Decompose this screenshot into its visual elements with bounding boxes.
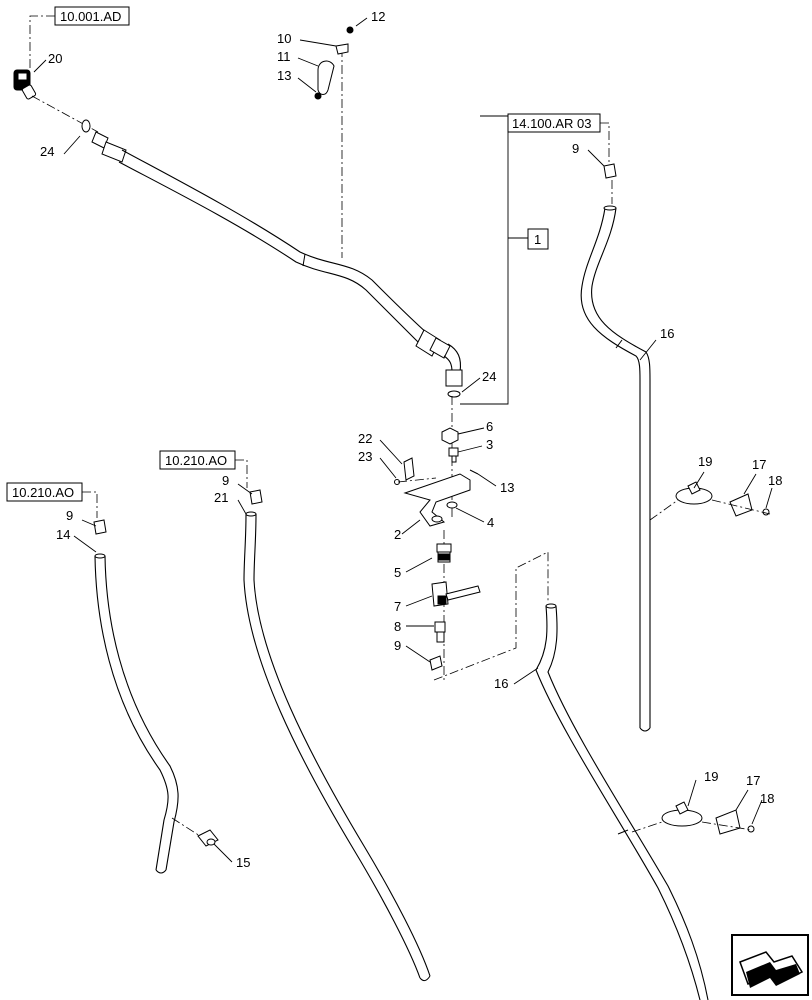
callout-2: 2	[394, 527, 401, 542]
kit-box-1: 1	[527, 228, 549, 250]
ref-text-10-210-ao-left: 10.210.AO	[12, 485, 74, 500]
callout-16-lower: 16	[494, 676, 508, 691]
callout-17-upper: 17	[752, 457, 766, 472]
clamp-19-upper	[675, 481, 713, 505]
ref-leader-14-100-right	[600, 122, 610, 168]
bolt-18-upper	[762, 508, 770, 516]
centerline-right-upper-clamp	[649, 499, 771, 521]
hose-21	[243, 511, 431, 982]
valve-7	[431, 581, 481, 607]
callout-18-upper: 18	[768, 473, 782, 488]
clamp-9-mid	[249, 489, 263, 505]
clamp-9-right	[603, 163, 617, 179]
ref-text-10-001-ad: 10.001.AD	[60, 9, 121, 24]
bracket-17-lower	[715, 809, 741, 835]
callout-9-right: 9	[572, 141, 579, 156]
hose-16-lower	[535, 603, 709, 1000]
callout-19-lower: 19	[704, 769, 718, 784]
callout-8: 8	[394, 619, 401, 634]
ref-leader-10-210-left	[82, 491, 98, 518]
fitting-8	[434, 621, 446, 643]
clip-22	[403, 457, 415, 481]
clamp-9-center	[429, 655, 443, 671]
centerline-right-lower-clamp	[631, 821, 753, 833]
kit-label-1: 1	[534, 232, 541, 247]
centerline-left-clamp	[171, 817, 201, 837]
leaders	[33, 17, 773, 863]
hose-16-upper	[580, 205, 651, 732]
clamp-parts-top	[314, 26, 354, 100]
nut-6	[441, 427, 459, 445]
callout-18-lower: 18	[760, 791, 774, 806]
bracket-2	[403, 473, 471, 527]
callout-21: 21	[214, 490, 228, 505]
ref-leader-10-210-mid	[235, 459, 248, 488]
ref-box-10-210-ao-mid[interactable]: 10.210.AO	[159, 450, 236, 470]
callout-5: 5	[394, 565, 401, 580]
callout-20: 20	[48, 51, 62, 66]
callout-16-upper: 16	[660, 326, 674, 341]
adapter-5	[436, 543, 452, 563]
callout-9-left: 9	[66, 508, 73, 523]
bolt-18-lower	[747, 825, 755, 833]
centerline-clip	[397, 477, 437, 483]
screw-13-mid	[469, 469, 479, 475]
centerline-fitting-to-hose	[31, 95, 99, 133]
callout-19-upper: 19	[698, 454, 712, 469]
ref-box-14-100-ar03[interactable]: 14.100.AR 03	[507, 113, 601, 133]
callout-24-top: 24	[40, 144, 54, 159]
hose-14	[94, 553, 179, 874]
callout-17-lower: 17	[746, 773, 760, 788]
ref-leader-10-001-ad	[29, 15, 55, 68]
centerline-center-link	[433, 551, 549, 681]
clamp-9-left	[93, 519, 107, 535]
callout-12: 12	[371, 9, 385, 24]
bolt-3	[448, 447, 459, 463]
callout-11: 11	[277, 49, 291, 64]
ref-bracket-14-100	[460, 115, 528, 405]
callout-13-mid: 13	[500, 480, 514, 495]
callout-9-center: 9	[394, 638, 401, 653]
ref-box-10-210-ao-left[interactable]: 10.210.AO	[6, 482, 83, 502]
elbow-fitting-20	[13, 69, 37, 100]
clamp-19-lower	[661, 801, 703, 827]
ref-box-10-001-ad[interactable]: 10.001.AD	[54, 6, 130, 26]
callout-4: 4	[487, 515, 494, 530]
o-ring-24-mid	[447, 390, 461, 398]
callout-14: 14	[56, 527, 70, 542]
callout-24-mid: 24	[482, 369, 496, 384]
callout-15: 15	[236, 855, 250, 870]
callout-3: 3	[486, 437, 493, 452]
ref-text-10-210-ao-mid: 10.210.AO	[165, 453, 227, 468]
ref-text-14-100-ar03: 14.100.AR 03	[512, 116, 592, 131]
callout-22: 22	[358, 431, 372, 446]
callout-6: 6	[486, 419, 493, 434]
callout-23: 23	[358, 449, 372, 464]
callout-9-mid: 9	[222, 473, 229, 488]
o-ring-24-top	[81, 119, 91, 133]
callout-13-top: 13	[277, 68, 291, 83]
view-direction-arrow-icon[interactable]	[731, 934, 809, 996]
clamp-15	[197, 829, 219, 847]
main-hose	[91, 131, 463, 387]
washer-4	[446, 501, 458, 509]
callout-10: 10	[277, 31, 291, 46]
callout-7: 7	[394, 599, 401, 614]
